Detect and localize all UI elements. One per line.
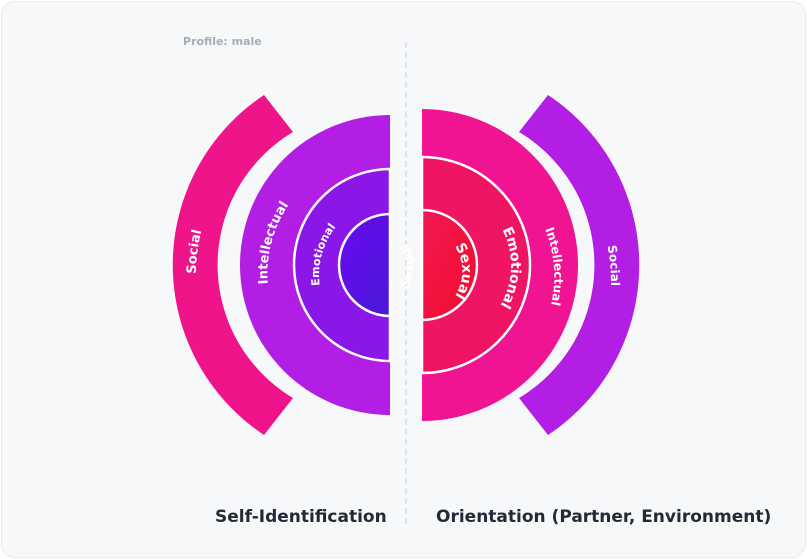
right-social-arc — [519, 95, 640, 435]
left-sexual-label: Sexual — [398, 241, 418, 291]
center-divider — [405, 42, 407, 524]
right-social-label: Social — [605, 244, 622, 286]
self-identification-title: Self-Identification — [215, 507, 387, 527]
profile-label: Profile: male — [183, 35, 262, 48]
left-sexual-core — [337, 212, 392, 318]
orientation-title: Orientation (Partner, Environment) — [436, 507, 772, 527]
right-sexual-core — [420, 208, 479, 322]
left-social-arc — [172, 95, 293, 435]
right-sexual-label: Sexual — [451, 240, 474, 302]
left-social-label: Social — [185, 228, 206, 274]
